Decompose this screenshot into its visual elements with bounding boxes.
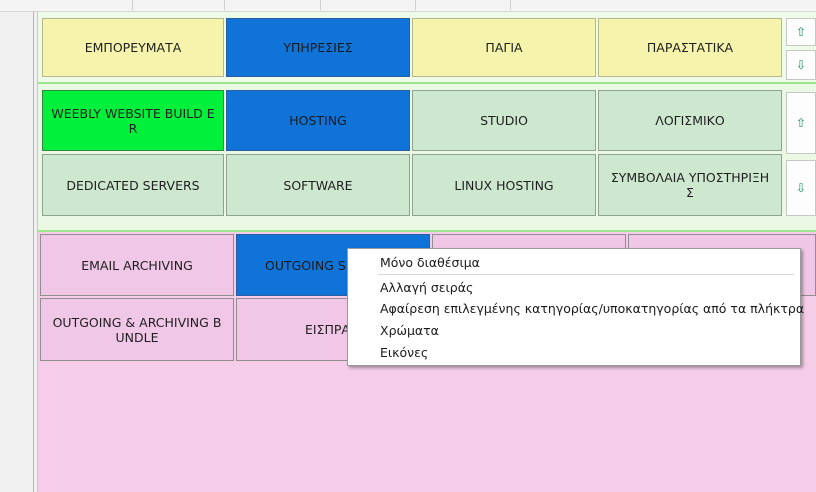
arrow-down-icon: ⇩ — [795, 58, 807, 72]
subcategory-button-weebly[interactable]: WEEBLY WEBSITE BUILD ER — [42, 90, 224, 151]
divider — [132, 0, 133, 10]
item-button-outgoing-archiving-bundle[interactable]: OUTGOING & ARCHIVING B UNDLE — [40, 298, 234, 361]
category-button-services[interactable]: ΥΠΗΡΕΣΙΕΣ — [226, 18, 410, 77]
divider — [33, 12, 34, 492]
divider — [320, 0, 321, 10]
subcategory-button-software[interactable]: SOFTWARE — [226, 154, 410, 216]
menu-item-change-order[interactable]: Αλλαγή σειράς — [380, 280, 474, 295]
menu-item-remove-category[interactable]: Αφαίρεση επιλεγμένης κατηγορίας/υποκατηγ… — [380, 301, 805, 316]
divider — [510, 0, 511, 10]
subcategories-scroll-down-button[interactable]: ⇩ — [786, 160, 816, 216]
arrow-up-icon: ⇧ — [795, 116, 807, 130]
menu-item-colors[interactable]: Χρώματα — [380, 323, 439, 338]
subcategory-button-software-gr[interactable]: ΛΟΓΙΣΜΙΚΟ — [598, 90, 782, 151]
left-frame — [0, 12, 38, 492]
menu-separator — [378, 274, 794, 275]
menu-item-only-available[interactable]: Μόνο διαθέσιμα — [380, 255, 480, 270]
subcategory-button-dedicated-servers[interactable]: DEDICATED SERVERS — [42, 154, 224, 216]
subcategory-button-hosting[interactable]: HOSTING — [226, 90, 410, 151]
categories-scroll-down-button[interactable]: ⇩ — [786, 50, 816, 80]
categories-scroll-up-button[interactable]: ⇧ — [786, 18, 816, 46]
divider — [415, 0, 416, 10]
divider — [224, 0, 225, 10]
arrow-up-icon: ⇧ — [795, 25, 807, 39]
item-button-email-archiving[interactable]: EMAIL ARCHIVING — [40, 234, 234, 296]
subcategory-button-studio[interactable]: STUDIO — [412, 90, 596, 151]
subcategory-button-linux-hosting[interactable]: LINUX HOSTING — [412, 154, 596, 216]
menu-item-images[interactable]: Εικόνες — [380, 345, 429, 360]
subcategory-button-support-contracts[interactable]: ΣΥΜΒΟΛΑΙΑ ΥΠΟΣΤΗΡΙΞΗ Σ — [598, 154, 782, 216]
top-strip — [0, 0, 816, 12]
category-button-merchandise[interactable]: ΕΜΠΟΡΕΥΜΑΤΑ — [42, 18, 224, 77]
context-menu: Μόνο διαθέσιμα Αλλαγή σειράς Αφαίρεση επ… — [347, 248, 805, 366]
category-button-documents[interactable]: ΠΑΡΑΣΤΑΤΙΚΑ — [598, 18, 782, 77]
category-button-fixed-assets[interactable]: ΠΑΓΙΑ — [412, 18, 596, 77]
arrow-down-icon: ⇩ — [795, 181, 807, 195]
subcategories-scroll-up-button[interactable]: ⇧ — [786, 92, 816, 154]
